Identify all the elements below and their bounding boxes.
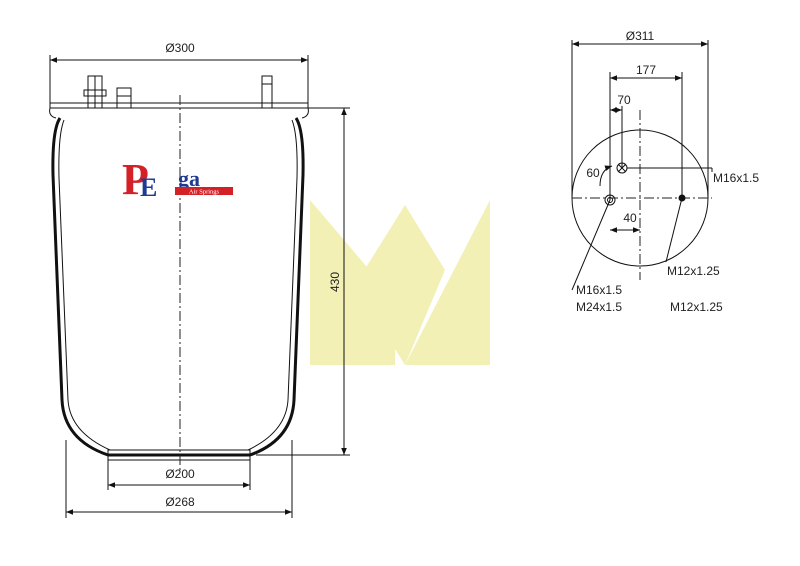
label-m12-a: M12x1.25 bbox=[667, 264, 720, 278]
dim-plate-diameter: Ø311 bbox=[626, 29, 655, 43]
logo-letters-ga: ga bbox=[178, 166, 200, 191]
logo-letter-p: P bbox=[122, 155, 149, 204]
label-m24: M24x1.5 bbox=[576, 300, 622, 314]
dim-40: 40 bbox=[623, 211, 637, 225]
logo-letter-e: E bbox=[140, 173, 157, 202]
mounting-stud-right bbox=[261, 75, 273, 109]
watermark bbox=[310, 200, 490, 365]
label-m12-b: M12x1.25 bbox=[670, 300, 723, 314]
dim-177: 177 bbox=[636, 63, 656, 77]
dim-60: 60 bbox=[586, 166, 600, 180]
dim-height: 430 bbox=[328, 272, 342, 292]
label-m16-left: M16x1.5 bbox=[576, 283, 622, 297]
top-plate bbox=[49, 102, 309, 109]
air-spring-side-view: Ø300 430 Ø200 Ø268 P E ga Air Springs bbox=[49, 41, 350, 518]
brand-logo: P E ga Air Springs bbox=[122, 155, 233, 204]
dim-top-diameter: Ø300 bbox=[165, 41, 195, 55]
stud-hole-left bbox=[604, 194, 616, 206]
dim-bottom-outer-diameter: Ø268 bbox=[165, 495, 195, 509]
piston bbox=[107, 449, 251, 461]
logo-tagline: Air Springs bbox=[189, 189, 220, 196]
label-m16-right: M16x1.5 bbox=[713, 171, 759, 185]
air-spring-top-view: Ø311 177 70 40 60 M16x1.5 M12 bbox=[571, 29, 759, 314]
dim-bottom-inner-diameter: Ø200 bbox=[165, 467, 195, 481]
dim-70: 70 bbox=[617, 93, 631, 107]
air-fitting-stud bbox=[83, 75, 107, 109]
mounting-stud-left bbox=[116, 87, 132, 109]
